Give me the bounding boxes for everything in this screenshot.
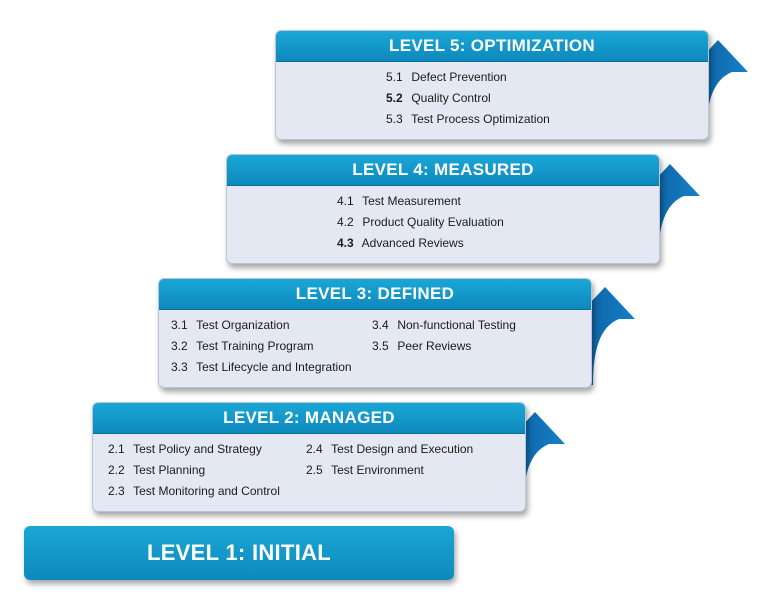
list-item: 4.3 Advanced Reviews xyxy=(337,236,464,250)
list-item: 2.2 Test Planning xyxy=(108,463,206,477)
level-5-title: LEVEL 5: OPTIMIZATION xyxy=(276,31,708,62)
list-item: 4.2 Product Quality Evaluation xyxy=(337,215,504,229)
level-3-title: LEVEL 3: DEFINED xyxy=(159,279,591,310)
list-item: 2.5 Test Environment xyxy=(306,463,424,477)
level-2-list-right: 2.4 Test Design and Execution 2.5 Test E… xyxy=(306,439,473,481)
level-4-list: 4.1 Test Measurement 4.2 Product Quality… xyxy=(337,191,504,254)
level-2-list-left: 2.1 Test Policy and Strategy 2.2 Test Pl… xyxy=(108,439,280,502)
level-1-title: LEVEL 1: INITIAL xyxy=(24,526,454,580)
list-item: 3.3 Test Lifecycle and Integration xyxy=(171,360,352,374)
list-item: 5.3 Test Process Optimization xyxy=(386,112,550,126)
level-3-panel: LEVEL 3: DEFINED 3.1 Test Organization 3… xyxy=(158,278,592,388)
level-3-list-left: 3.1 Test Organization 3.2 Test Training … xyxy=(171,315,352,378)
list-item: 3.2 Test Training Program xyxy=(171,339,314,353)
list-item: 3.4 Non-functional Testing xyxy=(372,318,516,332)
level-2-panel: LEVEL 2: MANAGED 2.1 Test Policy and Str… xyxy=(92,402,526,512)
level-5-panel: LEVEL 5: OPTIMIZATION 5.1 Defect Prevent… xyxy=(275,30,709,140)
list-item: 3.5 Peer Reviews xyxy=(372,339,472,353)
level-5-list: 5.1 Defect Prevention 5.2 Quality Contro… xyxy=(386,67,550,130)
level-4-panel: LEVEL 4: MEASURED 4.1 Test Measurement 4… xyxy=(226,154,660,264)
list-item: 4.1 Test Measurement xyxy=(337,194,461,208)
level-4-title: LEVEL 4: MEASURED xyxy=(227,155,659,186)
list-item: 2.4 Test Design and Execution xyxy=(306,442,474,456)
list-item: 2.1 Test Policy and Strategy xyxy=(108,442,262,456)
level-3-list-right: 3.4 Non-functional Testing 3.5 Peer Revi… xyxy=(372,315,516,357)
list-item: 5.2 Quality Control xyxy=(386,91,491,105)
level-2-title: LEVEL 2: MANAGED xyxy=(93,403,525,434)
list-item: 2.3 Test Monitoring and Control xyxy=(108,484,280,498)
list-item: 5.1 Defect Prevention xyxy=(386,70,507,84)
list-item: 3.1 Test Organization xyxy=(171,318,290,332)
